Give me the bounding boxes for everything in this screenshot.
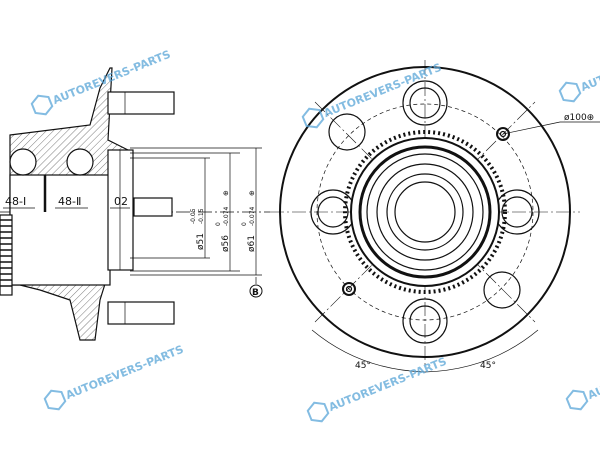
hub-outer bbox=[350, 137, 500, 287]
bearing-label-2: 48-Ⅱ bbox=[58, 195, 81, 208]
svg-text:AUTOREVERS-PARTS: AUTOREVERS-PARTS bbox=[327, 355, 449, 414]
tone-ring-teeth bbox=[343, 130, 507, 294]
svg-text:0: 0 bbox=[241, 222, 248, 226]
extension-lines bbox=[130, 147, 262, 276]
dimension-d51: ø51 -0.05 -0.15 bbox=[190, 208, 206, 250]
datum-b: B bbox=[249, 284, 263, 298]
svg-text:AUTOREVERS-PARTS: AUTOREVERS-PARTS bbox=[586, 343, 600, 402]
svg-text:ø61: ø61 bbox=[247, 235, 257, 252]
bearing-label-1: 48-Ⅰ bbox=[5, 195, 26, 208]
svg-text:ø51: ø51 bbox=[196, 233, 206, 250]
hub-bore bbox=[9, 174, 111, 286]
watermark-logo: AUTOREVERS-PARTS bbox=[565, 343, 600, 411]
svg-text:AUTOREVERS-PARTS: AUTOREVERS-PARTS bbox=[322, 61, 444, 120]
pcd-label: ø100⊕ bbox=[564, 113, 594, 123]
angle-label-right: 45° bbox=[480, 361, 496, 371]
angle-label-left: 45° bbox=[355, 361, 371, 371]
bearing-ball-1 bbox=[9, 148, 37, 176]
flange-plate bbox=[107, 149, 134, 271]
svg-text:⊕: ⊕ bbox=[222, 190, 230, 196]
dimension-d61: ø61 0 -0.074 ⊕ bbox=[241, 190, 257, 252]
svg-text:-0.05: -0.05 bbox=[190, 208, 197, 224]
svg-text:⊕: ⊕ bbox=[248, 190, 256, 196]
wheel-stud-top bbox=[107, 91, 175, 115]
front-view bbox=[270, 60, 600, 373]
watermark-logo: AUTOREVERS-PARTS bbox=[558, 35, 600, 103]
wheel-stud-bottom bbox=[107, 301, 175, 325]
watermark-logo: AUTOREVERS-PARTS bbox=[43, 343, 186, 411]
dimension-d56: ø56 0 -0.074 ⊕ bbox=[215, 190, 231, 252]
watermark-logo: AUTOREVERS-PARTS bbox=[301, 61, 444, 129]
svg-text:ø56: ø56 bbox=[221, 235, 231, 252]
svg-text:0: 0 bbox=[215, 222, 222, 226]
watermark-logo: AUTOREVERS-PARTS bbox=[306, 355, 449, 423]
svg-text:-0.074: -0.074 bbox=[223, 206, 230, 226]
svg-text:-0.15: -0.15 bbox=[198, 208, 205, 224]
svg-text:B: B bbox=[252, 288, 259, 298]
svg-text:AUTOREVERS-PARTS: AUTOREVERS-PARTS bbox=[579, 35, 600, 94]
section-view bbox=[0, 67, 270, 341]
tone-ring bbox=[0, 214, 13, 296]
bearing-ball-2 bbox=[66, 148, 94, 176]
part-label-02: 02 bbox=[114, 195, 128, 208]
wheel-stud-middle bbox=[133, 197, 173, 217]
svg-text:AUTOREVERS-PARTS: AUTOREVERS-PARTS bbox=[64, 343, 186, 402]
small-holes bbox=[342, 127, 510, 296]
svg-text:-0.074: -0.074 bbox=[249, 206, 256, 226]
